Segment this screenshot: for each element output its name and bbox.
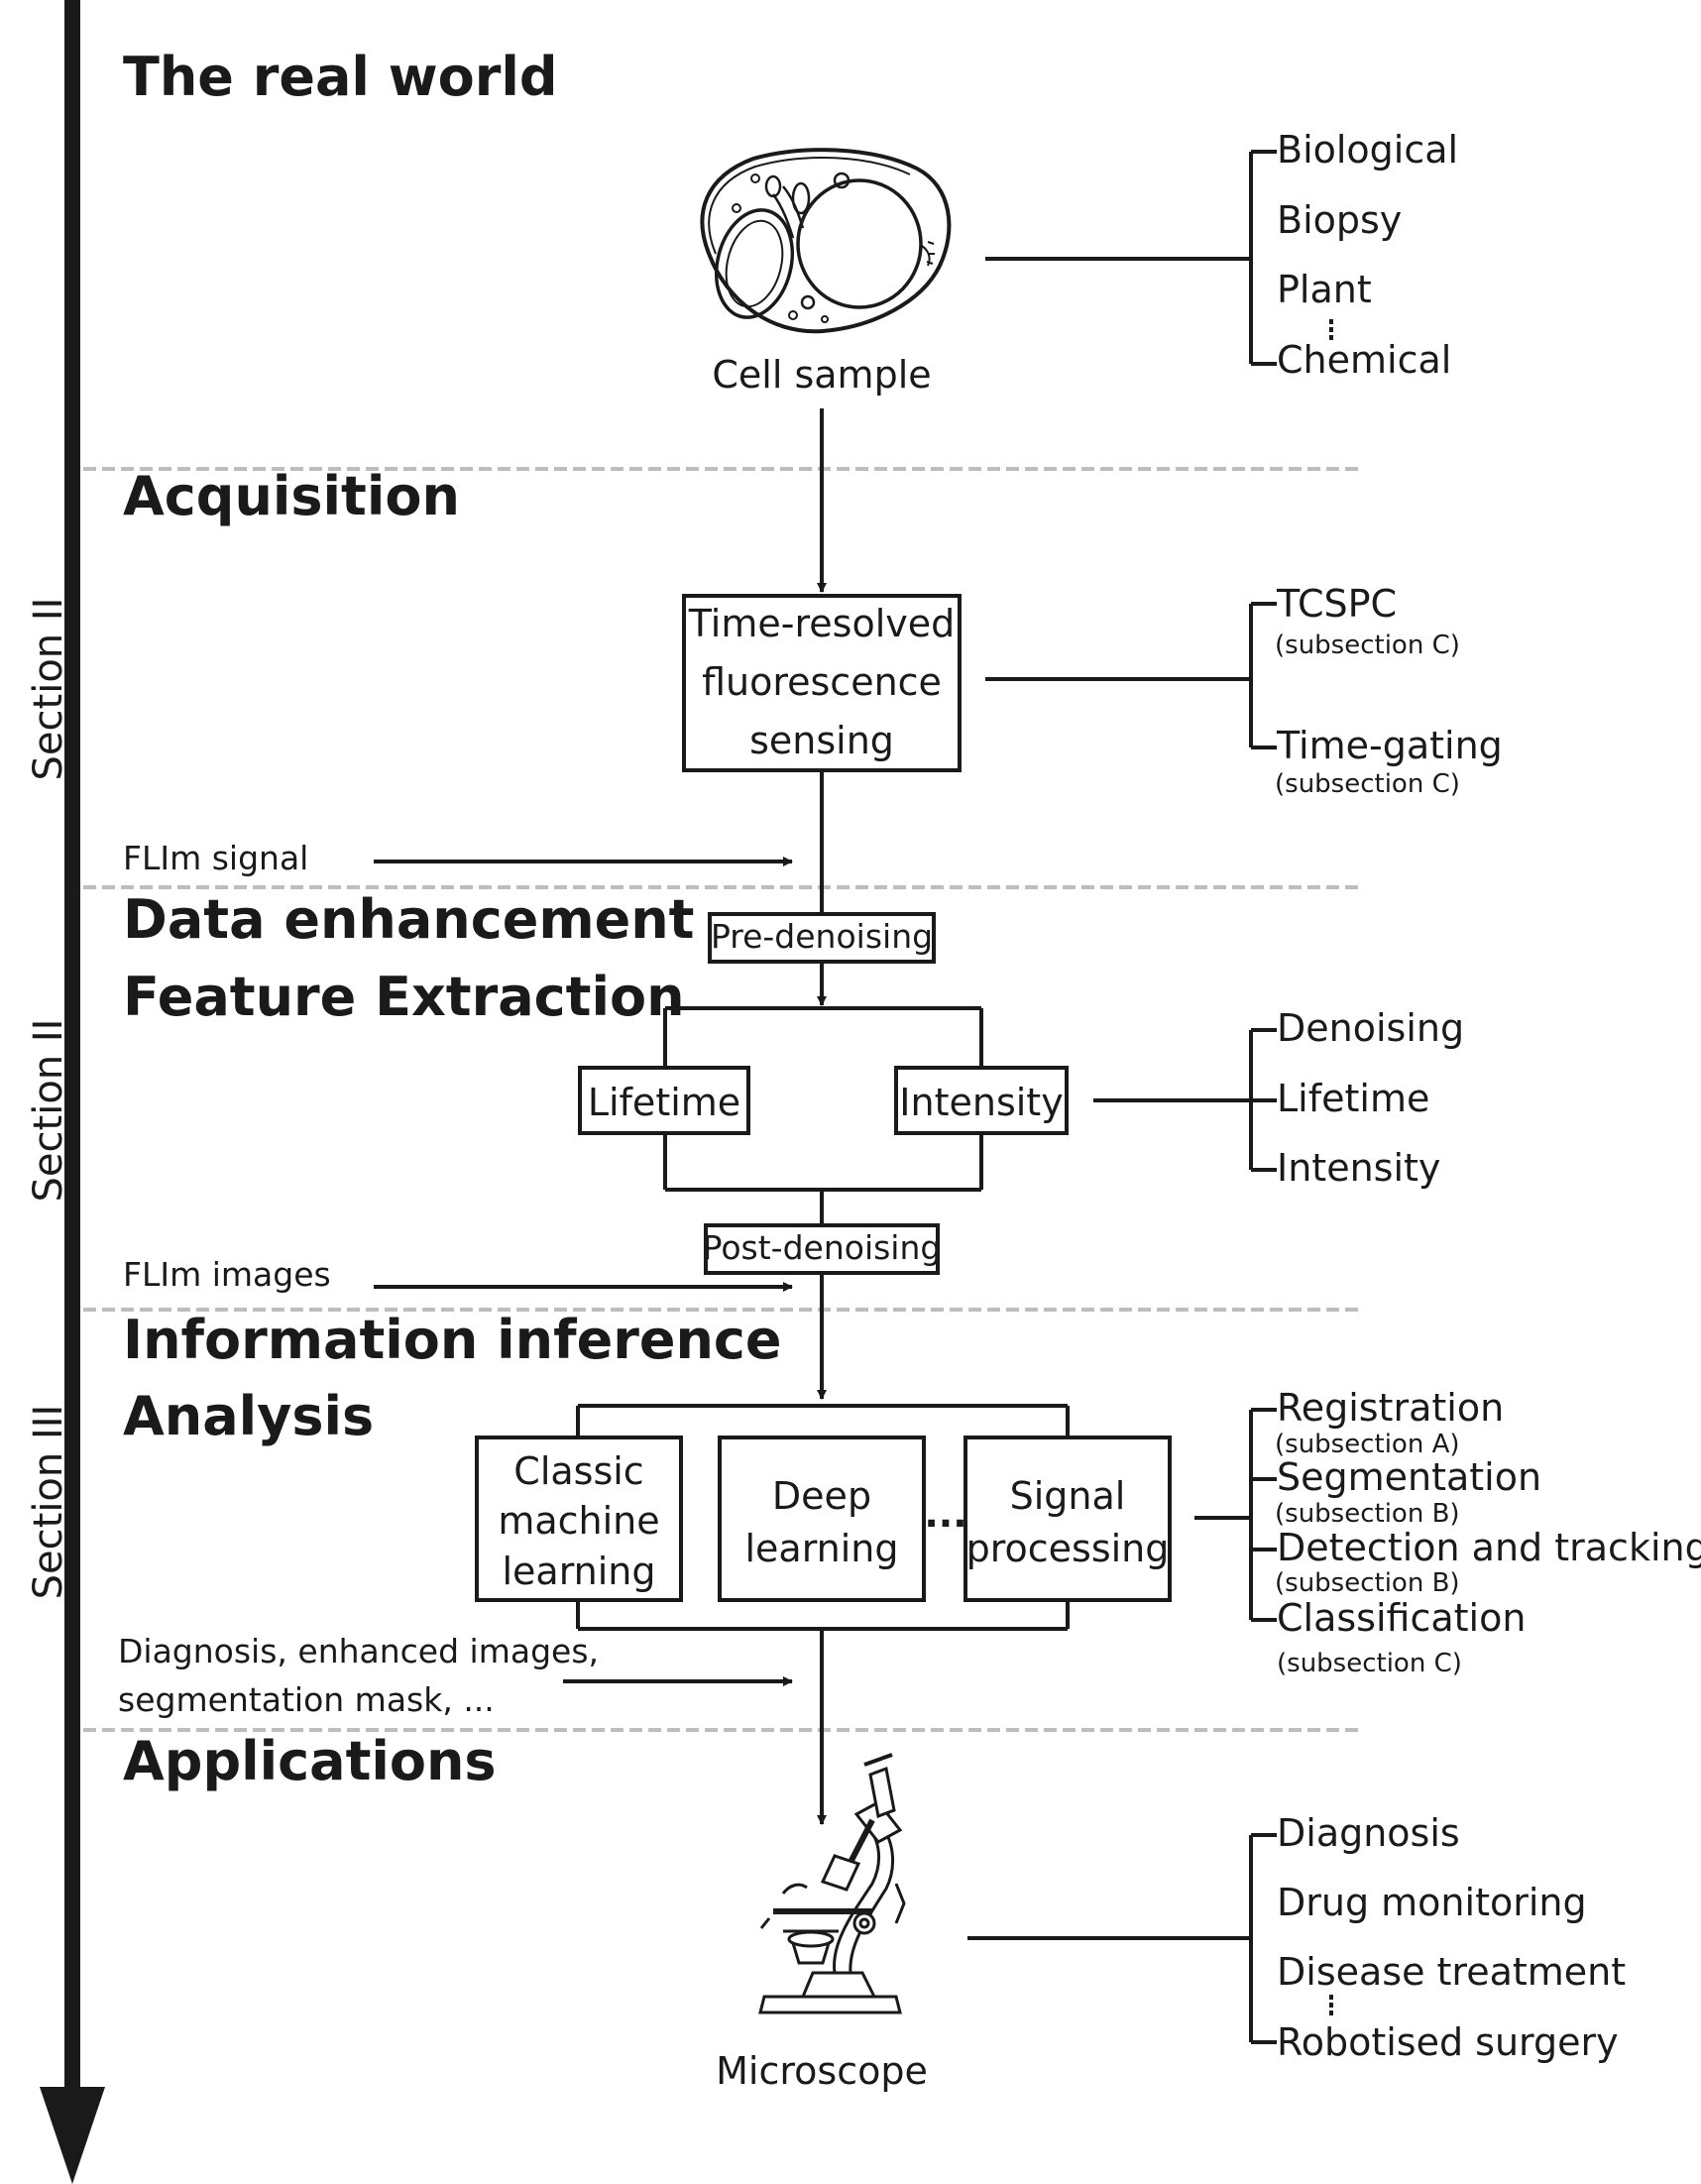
inference-bracket: [1194, 1408, 1277, 1622]
acquisition-method-item: Time-gating: [1276, 724, 1503, 767]
intensity-box: [894, 1066, 1069, 1135]
acquisition-method-note: (subsection C): [1275, 631, 1460, 660]
outputs-label: segmentation mask, ...: [118, 1680, 495, 1719]
enhancement-item: Lifetime: [1277, 1077, 1429, 1120]
pre-denoising-label: Pre-denoising: [711, 917, 933, 956]
signal-processing-box: [964, 1436, 1172, 1602]
inference-task-item: Registration: [1277, 1386, 1504, 1430]
post-denoising-box: [704, 1223, 940, 1275]
lifetime-box: [578, 1066, 750, 1135]
classic-ml-label: learning: [502, 1550, 655, 1593]
outputs-label: Diagnosis, enhanced images,: [118, 1632, 599, 1670]
inference-task-item: Detection and tracking: [1277, 1526, 1701, 1569]
inference-task-note: (subsection C): [1277, 1649, 1462, 1678]
application-item: Disease treatment: [1277, 1950, 1626, 1994]
intensity-label: Intensity: [899, 1081, 1063, 1124]
microscope-illustration: [758, 1753, 906, 2014]
deep-learning-label: learning: [744, 1527, 898, 1570]
flim-signal-label: FLIm signal: [123, 839, 308, 877]
flim-images-label: FLIm images: [123, 1255, 331, 1294]
heading-real-world: The real world: [123, 46, 558, 108]
inference-task-note: (subsection A): [1275, 1430, 1460, 1459]
inference-task-item: Segmentation: [1277, 1455, 1541, 1499]
signal-processing-label: processing: [966, 1527, 1170, 1570]
sensing-box: Time-resolved fluorescence sensing: [682, 594, 962, 772]
heading-acquisition: Acquisition: [123, 465, 460, 527]
inference-task-note: (subsection B): [1275, 1568, 1460, 1598]
section-label-acquisition: Section II: [26, 598, 71, 781]
inference-task-item: Classification: [1277, 1596, 1526, 1640]
application-item: Robotised surgery: [1277, 2020, 1619, 2064]
cell-sample-label: Cell sample: [712, 353, 931, 397]
section-label-inference: Section III: [26, 1405, 71, 1600]
deep-learning-label: Deep: [772, 1474, 871, 1518]
enhancement-item: Denoising: [1277, 1006, 1464, 1050]
deep-learning-box: [718, 1436, 926, 1602]
enhancement-bracket: [1093, 1028, 1277, 1172]
sensing-label: sensing: [749, 719, 894, 762]
acquisition-bracket: [985, 602, 1277, 749]
classic-ml-label: Classic: [513, 1449, 643, 1493]
sample-type-item: Plant: [1277, 268, 1372, 311]
application-item: Diagnosis: [1277, 1811, 1460, 1855]
signal-processing-label: Signal: [1010, 1474, 1126, 1518]
acquisition-method-item: TCSPC: [1276, 582, 1397, 626]
classic-ml-box: [475, 1436, 683, 1602]
pre-denoising-box: [708, 912, 936, 964]
heading-data-enhancement: Data enhancement: [123, 888, 695, 951]
sensing-label: Time-resolved: [688, 602, 955, 645]
heading-applications: Applications: [123, 1730, 497, 1792]
methods-ellipsis: ...: [924, 1492, 966, 1536]
post-denoising-label: Post-denoising: [703, 1228, 942, 1267]
sensing-label: fluorescence: [702, 660, 942, 704]
timeline-arrow: [40, 0, 105, 2184]
sample-type-item: Biological: [1277, 128, 1458, 172]
enhancement-item: Intensity: [1277, 1146, 1440, 1190]
classic-ml-label: machine: [498, 1499, 659, 1543]
applications-bracket: [967, 1833, 1333, 2044]
inference-task-note: (subsection B): [1275, 1499, 1460, 1529]
heading-information-inference: Information inference: [123, 1309, 782, 1371]
heading-analysis: Analysis: [123, 1385, 374, 1447]
lifetime-label: Lifetime: [588, 1081, 740, 1124]
samples-bracket: [985, 150, 1333, 366]
section-label-enhancement: Section II: [26, 1019, 71, 1203]
sample-type-item: Chemical: [1277, 338, 1451, 382]
sample-type-item: Biopsy: [1277, 198, 1402, 242]
heading-feature-extraction: Feature Extraction: [123, 966, 685, 1028]
microscope-label: Microscope: [716, 2049, 928, 2093]
acquisition-method-note: (subsection C): [1275, 769, 1460, 799]
cell-sample-illustration: [700, 148, 952, 334]
application-item: Drug monitoring: [1277, 1881, 1587, 1924]
